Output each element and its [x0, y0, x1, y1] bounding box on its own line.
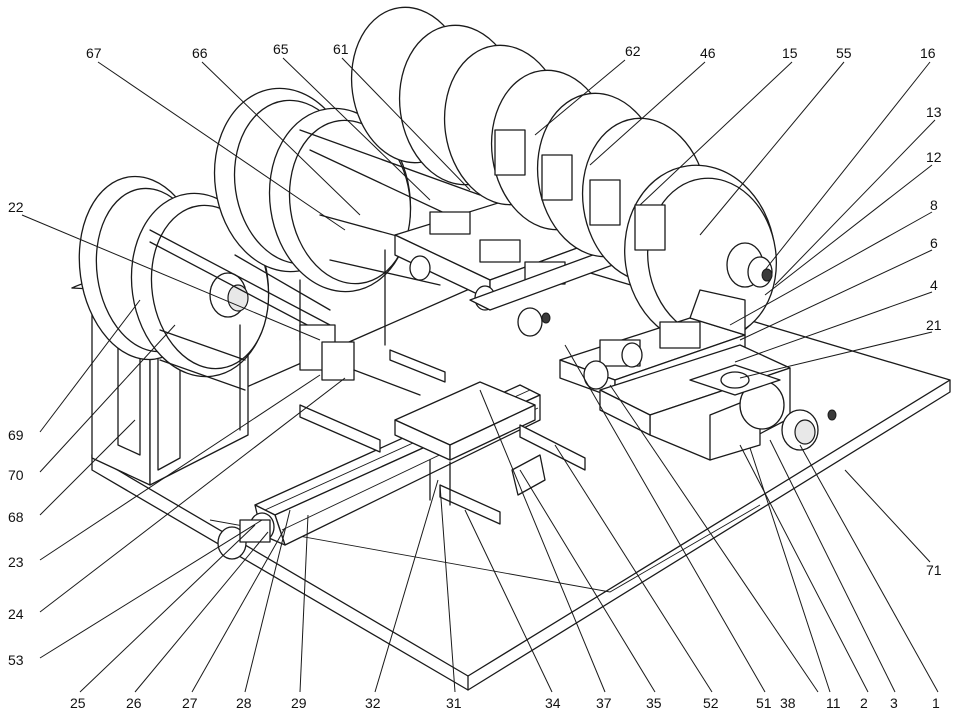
label-71: 71	[926, 562, 942, 578]
label-25: 25	[70, 695, 86, 711]
label-38: 38	[780, 695, 796, 711]
label-62: 62	[625, 43, 641, 59]
label-53: 53	[8, 652, 24, 668]
label-70: 70	[8, 467, 24, 483]
label-66: 66	[192, 45, 208, 61]
label-8: 8	[930, 197, 938, 213]
label-65: 65	[273, 41, 289, 57]
label-27: 27	[182, 695, 198, 711]
label-26: 26	[126, 695, 142, 711]
label-12: 12	[926, 149, 942, 165]
label-28: 28	[236, 695, 252, 711]
label-52: 52	[703, 695, 719, 711]
label-22: 22	[8, 199, 24, 215]
label-32: 32	[365, 695, 381, 711]
label-68: 68	[8, 509, 24, 525]
label-46: 46	[700, 45, 716, 61]
label-6: 6	[930, 235, 938, 251]
label-3: 3	[890, 695, 898, 711]
label-51: 51	[756, 695, 772, 711]
label-67: 67	[86, 45, 102, 61]
label-23: 23	[8, 554, 24, 570]
label-15: 15	[782, 45, 798, 61]
label-4: 4	[930, 277, 938, 293]
label-69: 69	[8, 427, 24, 443]
label-37: 37	[596, 695, 612, 711]
label-16: 16	[920, 45, 936, 61]
label-2: 2	[860, 695, 868, 711]
label-55: 55	[836, 45, 852, 61]
label-35: 35	[646, 695, 662, 711]
label-61: 61	[333, 41, 349, 57]
label-34: 34	[545, 695, 561, 711]
label-1: 1	[932, 695, 940, 711]
label-29: 29	[291, 695, 307, 711]
label-31: 31	[446, 695, 462, 711]
label-11: 11	[826, 695, 841, 711]
label-21: 21	[926, 317, 942, 333]
label-24: 24	[8, 606, 24, 622]
label-13: 13	[926, 104, 942, 120]
